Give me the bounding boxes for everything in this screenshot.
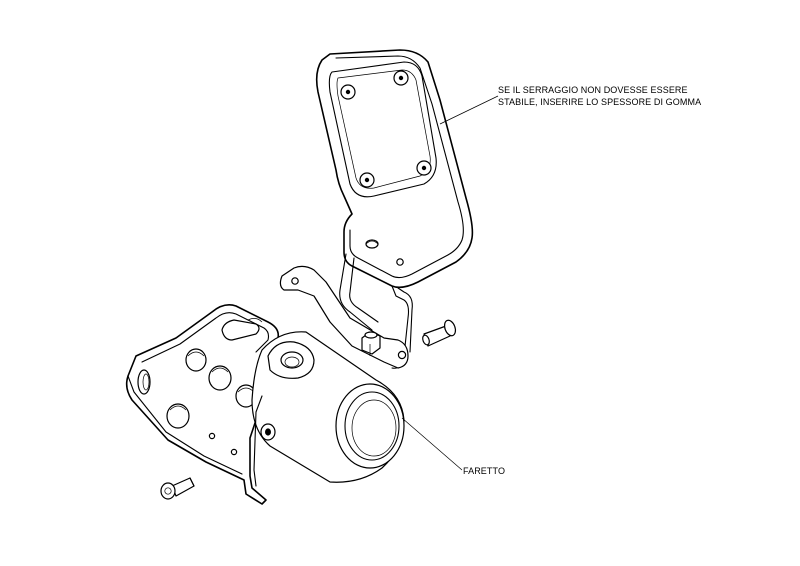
guard-plate — [125, 304, 283, 505]
lower-bolt — [160, 477, 195, 500]
spotlight-label: FARETTO — [463, 466, 505, 476]
leader-line-spotlight — [401, 417, 463, 471]
plate-hole-bottom-left — [359, 172, 375, 188]
leader-line-shim — [439, 95, 499, 125]
guard-hole-left — [137, 369, 151, 395]
upper-mounting-plate — [315, 49, 474, 369]
guard-hole-4 — [166, 403, 190, 429]
l-bracket — [279, 265, 409, 369]
plate-lower-hole-a — [365, 239, 379, 249]
spotlight-housing — [251, 331, 405, 487]
guard-hole-1 — [185, 348, 207, 372]
plate-hole-top-left — [340, 84, 356, 100]
guard-hole-2 — [208, 365, 232, 391]
shim-note-line-2: STABILE, INSERIRE LO SPESSORE DI GOMMA — [498, 97, 701, 107]
guard-small-hole-a — [208, 432, 216, 440]
plate-hole-bottom-right — [416, 160, 432, 176]
housing-side-boss — [260, 423, 276, 441]
shim-note-line-1: SE IL SERRAGGIO NON DOVESSE ESSERE — [498, 85, 688, 95]
guard-small-hole-b — [230, 448, 238, 456]
plate-lower-hole-b — [396, 258, 404, 266]
stud-nut — [361, 331, 381, 356]
right-bolt — [422, 319, 457, 347]
plate-hole-top-right — [393, 70, 409, 86]
